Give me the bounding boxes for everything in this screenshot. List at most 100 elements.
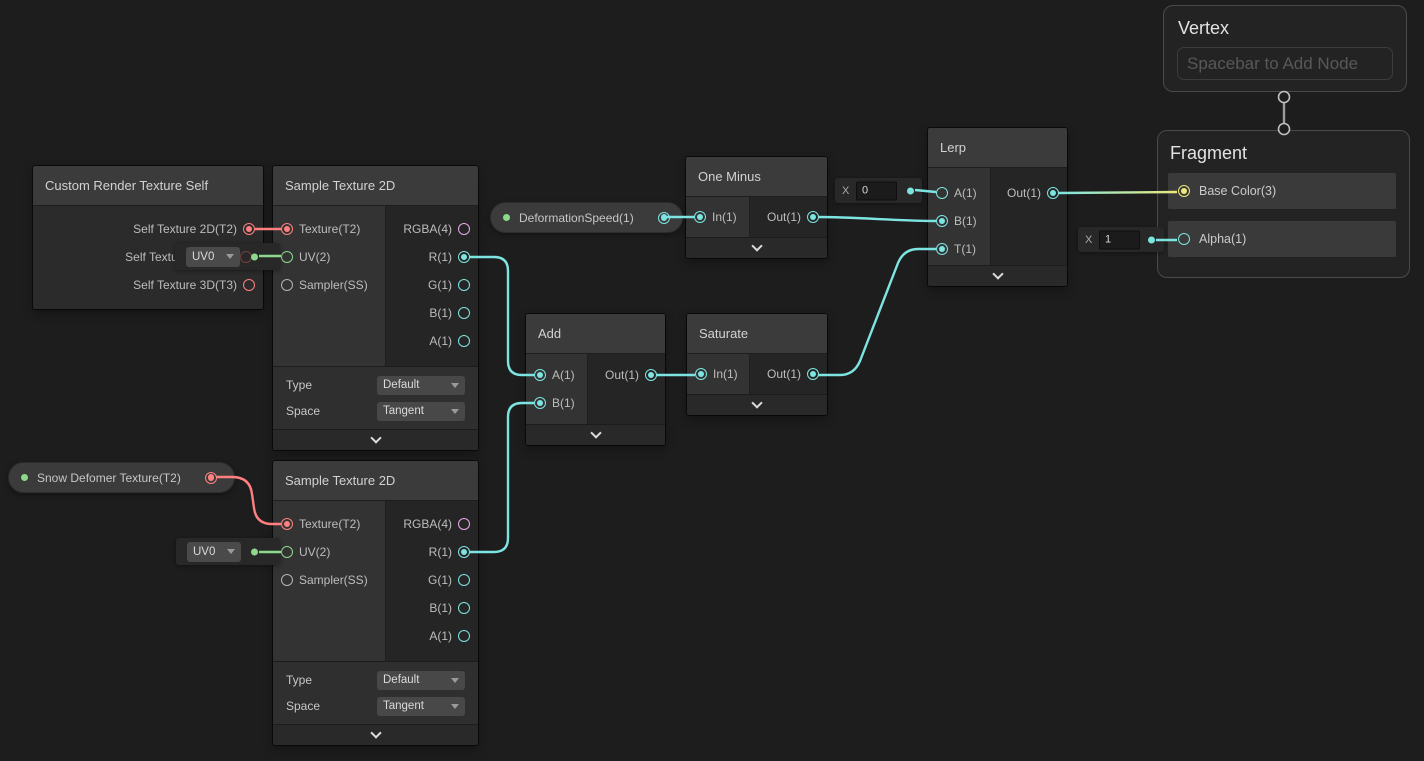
collapse-button[interactable] — [273, 429, 478, 450]
space-value: Tangent — [383, 700, 424, 712]
collapse-button[interactable] — [686, 237, 827, 258]
wire-oneminus-to-lerp-b[interactable] — [817, 215, 937, 223]
base-color-in-port[interactable] — [1178, 185, 1190, 197]
port-label: Self Texture 3D(T3) — [133, 278, 237, 292]
uv-channel-dropdown[interactable]: UV0 — [186, 246, 240, 267]
node-title-label: Add — [538, 326, 562, 341]
lerp-a-default-widget: X — [835, 178, 922, 203]
snow-deformer-out-port[interactable] — [205, 471, 217, 484]
port-label: In(1) — [713, 367, 738, 381]
port-label: Sampler(SS) — [299, 278, 368, 292]
t-in-port[interactable] — [936, 243, 948, 255]
a-out-port[interactable] — [458, 335, 470, 347]
out-port[interactable] — [645, 369, 657, 381]
node-title[interactable]: Add — [526, 314, 665, 354]
type-dropdown[interactable]: Default — [377, 670, 465, 690]
port-label: A(1) — [552, 368, 575, 382]
uv-in-port[interactable] — [281, 546, 293, 558]
space-dropdown[interactable]: Tangent — [377, 401, 465, 421]
fragment-title: Fragment — [1170, 143, 1248, 163]
out-port[interactable] — [807, 368, 819, 380]
sampler-in-port[interactable] — [281, 279, 293, 291]
alpha-in-port[interactable] — [1178, 233, 1190, 245]
wire-r-top-to-add-a[interactable] — [469, 255, 534, 377]
b-out-port[interactable] — [458, 307, 470, 319]
port-label: Out(1) — [604, 368, 639, 382]
sampler-in-port[interactable] — [281, 574, 293, 586]
node-sample-texture-2d-top[interactable]: Sample Texture 2D Texture(T2) UV(2) Samp… — [273, 166, 478, 450]
out-port[interactable] — [1047, 187, 1059, 199]
property-node-snow-deformer-texture[interactable]: Snow Defomer Texture(T2) — [8, 462, 235, 493]
r-out-port[interactable] — [458, 546, 470, 558]
uv-in-port[interactable] — [281, 251, 293, 263]
alpha-value-input[interactable] — [1099, 230, 1140, 249]
chevron-down-icon — [451, 408, 459, 414]
port-label: G(1) — [428, 573, 452, 587]
node-title[interactable]: One Minus — [686, 157, 827, 197]
chevron-down-icon — [451, 677, 459, 683]
collapse-button[interactable] — [526, 424, 665, 445]
node-title[interactable]: Sample Texture 2D — [273, 461, 478, 501]
a-out-port[interactable] — [458, 630, 470, 642]
node-lerp[interactable]: Lerp A(1) B(1) T(1) Out(1) — [928, 128, 1067, 286]
chevron-down-icon — [227, 549, 235, 554]
node-title[interactable]: Custom Render Texture Self — [33, 166, 263, 206]
base-color-block[interactable]: Base Color(3) — [1168, 173, 1396, 209]
port-label: Texture(T2) — [299, 222, 361, 236]
port-label: Out(1) — [766, 210, 801, 224]
node-custom-render-texture-self[interactable]: Custom Render Texture Self Self Texture … — [33, 166, 263, 309]
port-label: R(1) — [428, 545, 452, 559]
wire-r-bottom-to-add-b[interactable] — [469, 401, 534, 554]
node-add[interactable]: Add A(1) B(1) Out(1) — [526, 314, 665, 445]
type-dropdown[interactable]: Default — [377, 375, 465, 395]
alpha-block[interactable]: Alpha(1) — [1168, 221, 1396, 257]
node-title-label: One Minus — [698, 169, 761, 184]
g-out-port[interactable] — [458, 279, 470, 291]
r-out-port[interactable] — [458, 251, 470, 263]
g-out-port[interactable] — [458, 574, 470, 586]
port-label: B(1) — [954, 214, 977, 228]
collapse-button[interactable] — [928, 265, 1067, 286]
uv-channel-dropdown[interactable]: UV0 — [187, 541, 241, 562]
collapse-button[interactable] — [273, 724, 478, 745]
node-one-minus[interactable]: One Minus In(1) Out(1) — [686, 157, 827, 258]
vertex-stack-node[interactable]: Vertex Spacebar to Add Node — [1163, 5, 1407, 92]
in-port[interactable] — [695, 368, 707, 380]
property-node-deformation-speed[interactable]: DeformationSpeed(1) — [490, 202, 683, 233]
texture-in-port[interactable] — [281, 518, 293, 530]
a-in-port[interactable] — [534, 369, 546, 381]
type-label: Type — [286, 378, 313, 392]
node-sample-texture-2d-bottom[interactable]: Sample Texture 2D Texture(T2) UV(2) Samp… — [273, 461, 478, 745]
vertex-link-handle[interactable] — [1277, 90, 1291, 104]
port-row: Self Texture 2D(T2) — [33, 215, 263, 243]
node-title[interactable]: Saturate — [687, 314, 827, 354]
rgba-out-port[interactable] — [458, 518, 470, 530]
deformation-speed-out-port[interactable] — [657, 211, 670, 224]
chevron-down-icon — [369, 432, 382, 444]
port-label: A(1) — [954, 186, 977, 200]
space-dropdown[interactable]: Tangent — [377, 696, 465, 716]
port-label: Out(1) — [766, 367, 801, 381]
wire-saturate-to-lerp-t[interactable] — [818, 247, 936, 377]
node-saturate[interactable]: Saturate In(1) Out(1) — [687, 314, 827, 415]
lerp-a-value-input[interactable] — [856, 181, 897, 200]
b-in-port[interactable] — [534, 397, 546, 409]
rgba-out-port[interactable] — [458, 223, 470, 235]
alpha-default-widget: X — [1078, 227, 1164, 252]
node-title[interactable]: Lerp — [928, 128, 1067, 168]
node-title[interactable]: Sample Texture 2D — [273, 166, 478, 206]
a-in-port[interactable] — [936, 187, 948, 199]
port-label: R(1) — [428, 250, 452, 264]
fragment-stack-node[interactable]: Fragment Base Color(3) Alpha(1) — [1157, 130, 1410, 278]
self-texture-2d-port[interactable] — [243, 223, 255, 235]
b-out-port[interactable] — [458, 602, 470, 614]
collapse-button[interactable] — [687, 394, 827, 415]
port-label: UV(2) — [299, 250, 331, 264]
in-port[interactable] — [694, 211, 706, 223]
out-port[interactable] — [807, 211, 819, 223]
vertex-title: Vertex — [1178, 18, 1230, 38]
self-texture-3d-port[interactable] — [243, 279, 255, 291]
b-in-port[interactable] — [936, 215, 948, 227]
texture-in-port[interactable] — [281, 223, 293, 235]
